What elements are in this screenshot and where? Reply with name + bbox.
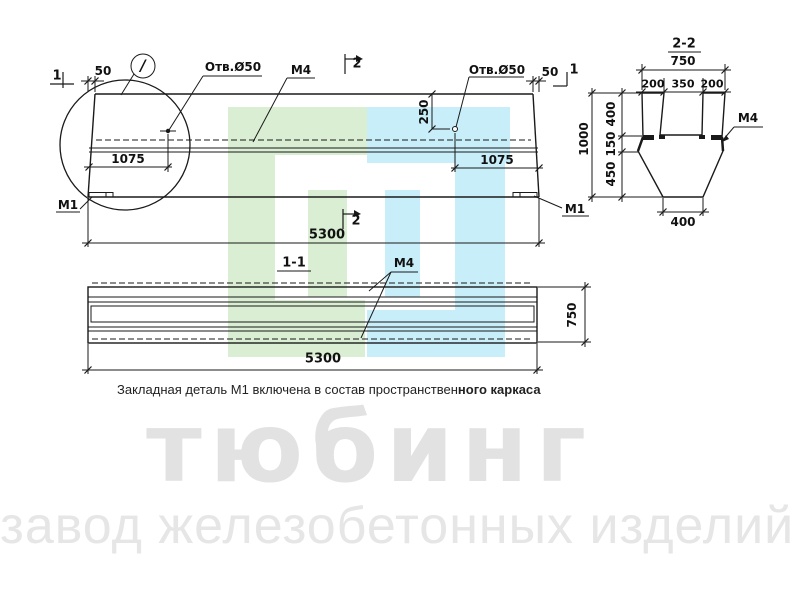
watermark-subtitle-text: завод железобетонных изделий (0, 497, 790, 555)
view-title-1-1: 1-1 (282, 255, 306, 271)
section-mark-1-right-label: 1 (569, 62, 579, 78)
m4-label-plan: М4 (393, 256, 415, 270)
dim-1075-left: 1075 (111, 152, 145, 166)
dim-400-bottom: 400 (670, 215, 696, 229)
dim-400-upper: 400 (604, 101, 618, 127)
plan-view (82, 270, 591, 374)
note-text: Закладная деталь М1 включена в состав пр… (117, 382, 541, 397)
dim-350: 350 (671, 77, 695, 91)
note-text-bold: ного каркаса (457, 382, 541, 397)
dim-1000: 1000 (577, 122, 591, 156)
dim-450: 450 (604, 161, 618, 187)
watermark-brand-text: тюбинг (146, 392, 594, 504)
m1-label-right: М1 (564, 202, 586, 216)
hole-label-right: Отв.Ø50 (468, 63, 526, 77)
dim-750-plan: 750 (565, 302, 579, 328)
dim-250: 250 (417, 99, 431, 125)
dim-750-section: 750 (670, 54, 696, 68)
logo-blue-bottom-bar (367, 310, 500, 357)
dim-150: 150 (604, 131, 618, 157)
dim-50-right: 50 (541, 65, 559, 79)
dim-200-right: 200 (700, 77, 724, 91)
m4-label-elevation: М4 (290, 63, 312, 77)
section-mark-1-left-label: 1 (52, 68, 62, 84)
logo-green-bottom-bar (232, 300, 365, 357)
section-mark-2-top-label: 2 (352, 56, 362, 72)
section-view (588, 51, 763, 216)
detail-balloon-slash: / (140, 56, 146, 75)
m1-label-left: М1 (57, 198, 79, 212)
m4-label-section: М4 (737, 111, 759, 125)
elevation-view (50, 53, 589, 247)
dim-50-left: 50 (94, 64, 112, 78)
section-mark-2-bottom-label: 2 (351, 213, 361, 229)
dim-200-left: 200 (641, 77, 665, 91)
dim-5300-plan: 5300 (304, 351, 342, 367)
dim-5300-elevation: 5300 (308, 227, 346, 243)
hole-label-left: Отв.Ø50 (204, 60, 262, 74)
note-text-normal: Закладная деталь М1 включена в состав пр… (117, 382, 458, 397)
dim-1075-right: 1075 (480, 153, 514, 167)
view-title-2-2: 2-2 (672, 36, 696, 52)
